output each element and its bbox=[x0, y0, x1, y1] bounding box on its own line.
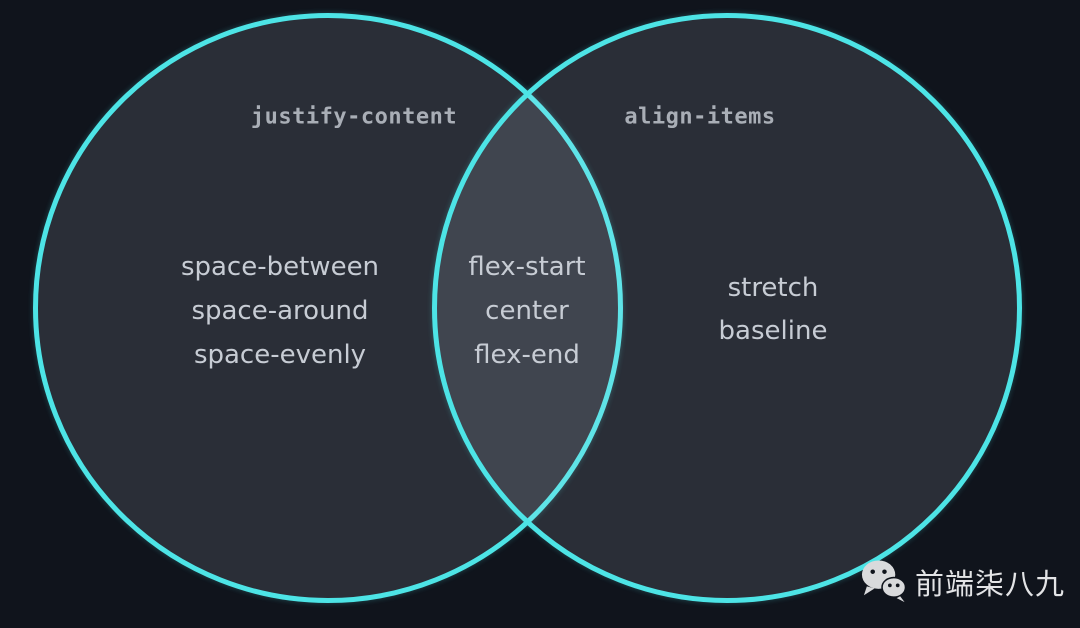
watermark-label: 前端柒八九 bbox=[915, 566, 1066, 601]
list-item: space-between bbox=[180, 252, 380, 282]
right-circle bbox=[432, 13, 1022, 603]
intersection-values: flex-start center flex-end bbox=[468, 245, 585, 377]
list-item: stretch bbox=[727, 273, 819, 303]
left-circle-title: justify-content bbox=[250, 104, 458, 130]
right-circle-values: stretch baseline bbox=[719, 267, 828, 353]
list-item: center bbox=[485, 296, 569, 326]
list-item: baseline bbox=[718, 316, 828, 346]
list-item: space-evenly bbox=[193, 340, 367, 370]
right-circle-title: align-items bbox=[624, 104, 776, 130]
list-item: flex-start bbox=[468, 252, 586, 282]
list-item: flex-end bbox=[474, 340, 580, 370]
list-item: space-around bbox=[191, 296, 369, 326]
watermark: 前端柒八九 bbox=[860, 558, 1065, 605]
wechat-icon bbox=[861, 560, 907, 603]
left-circle-values: space-between space-around space-evenly bbox=[181, 245, 379, 377]
